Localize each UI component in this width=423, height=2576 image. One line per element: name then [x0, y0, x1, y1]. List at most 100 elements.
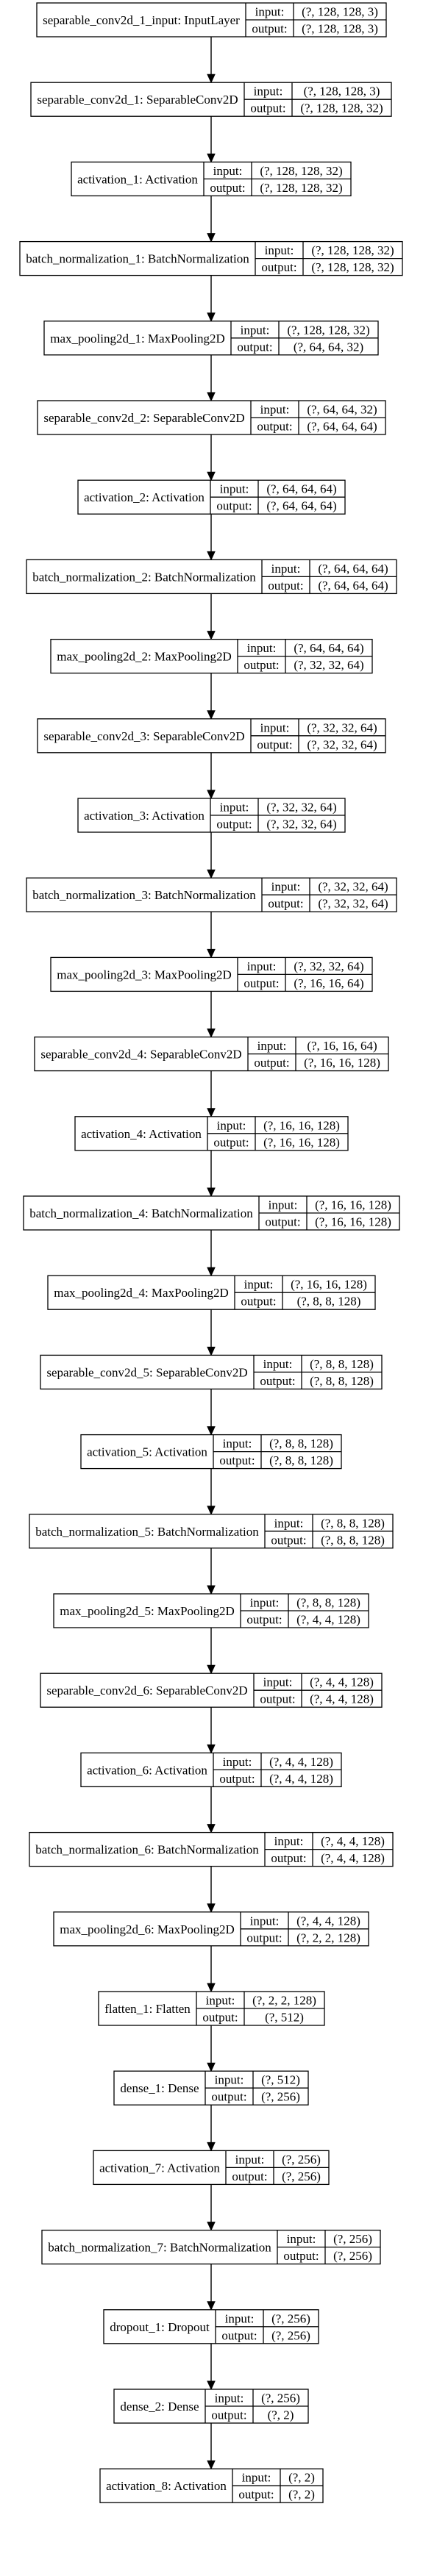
layer-name: max_pooling2d_4: MaxPooling2D — [54, 1286, 229, 1300]
layer-node: batch_normalization_2: BatchNormalizatio… — [26, 559, 397, 595]
arrow-head — [207, 1506, 216, 1516]
output-shape: (?, 32, 32, 64) — [318, 897, 388, 911]
output-label: output: — [202, 2011, 238, 2025]
output-shape: (?, 16, 16, 128) — [263, 1135, 340, 1149]
input-label: input: — [254, 85, 283, 99]
arrow-head — [207, 2222, 216, 2231]
output-label: output: — [213, 1135, 249, 1149]
layer-name: dropout_1: Dropout — [110, 2320, 210, 2334]
input-shape: (?, 64, 64, 64) — [318, 562, 388, 576]
connection-arrow — [207, 1309, 216, 1356]
output-label: output: — [260, 1692, 295, 1706]
layer-name: dense_1: Dense — [120, 2081, 199, 2095]
layer-node: separable_conv2d_3: SeparableConv2Dinput… — [37, 718, 386, 754]
arrow-head — [207, 1426, 216, 1436]
output-label: output: — [261, 260, 296, 274]
output-shape: (?, 8, 8, 128) — [310, 1374, 374, 1388]
input-label: input: — [225, 2311, 255, 2325]
layer-name: separable_conv2d_1_input: InputLayer — [43, 13, 240, 27]
output-shape: (?, 4, 4, 128) — [321, 1851, 385, 1865]
connection-arrow — [207, 1945, 216, 1993]
arrow-head — [207, 2301, 216, 2311]
layer-node: batch_normalization_3: BatchNormalizatio… — [26, 877, 397, 912]
connection-arrow — [207, 752, 216, 800]
input-shape: (?, 4, 4, 128) — [310, 1675, 374, 1689]
input-label: input: — [250, 1914, 280, 1928]
input-label: input: — [215, 2073, 244, 2087]
connection-arrow — [207, 2264, 216, 2311]
arrow-head — [207, 2380, 216, 2391]
connection-arrow — [207, 2105, 216, 2152]
arrow-head — [207, 1744, 216, 1754]
input-shape: (?, 256) — [333, 2232, 372, 2246]
layer-name: flatten_1: Flatten — [104, 2002, 191, 2016]
layer-node: batch_normalization_6: BatchNormalizatio… — [29, 1831, 394, 1867]
arrow-head — [207, 312, 216, 323]
arrow-head — [207, 1824, 216, 1833]
output-shape: (?, 16, 16, 64) — [294, 976, 363, 990]
output-label: output: — [254, 1056, 289, 1070]
layer-name: dense_2: Dense — [120, 2400, 199, 2414]
output-label: output: — [268, 579, 303, 593]
input-shape: (?, 4, 4, 128) — [321, 1834, 385, 1848]
input-shape: (?, 8, 8, 128) — [310, 1357, 374, 1371]
layer-node: separable_conv2d_6: SeparableConv2Dinput… — [40, 1672, 383, 1708]
layer-name: separable_conv2d_6: SeparableConv2D — [46, 1684, 247, 1697]
connection-arrow — [207, 673, 216, 720]
layer-node: batch_normalization_7: BatchNormalizatio… — [41, 2229, 381, 2265]
input-shape: (?, 16, 16, 128) — [291, 1278, 367, 1292]
input-label: input: — [217, 1118, 246, 1132]
input-label: input: — [250, 1596, 280, 1610]
output-label: output: — [246, 1613, 282, 1627]
input-label: input: — [274, 1834, 304, 1848]
layer-name: activation_7: Activation — [99, 2161, 220, 2175]
layer-name: activation_1: Activation — [77, 172, 198, 186]
input-label: input: — [213, 164, 243, 178]
output-shape: (?, 64, 64, 64) — [266, 499, 336, 513]
layer-name: max_pooling2d_3: MaxPooling2D — [57, 967, 232, 981]
input-label: input: — [247, 959, 277, 973]
input-shape: (?, 2) — [288, 2471, 315, 2485]
input-label: input: — [206, 1994, 235, 2008]
output-label: output: — [216, 499, 252, 513]
layer-name: batch_normalization_4: BatchNormalizatio… — [29, 1206, 253, 1220]
connection-arrow — [207, 1786, 216, 1833]
input-label: input: — [235, 2153, 265, 2167]
arrow-head — [207, 1903, 216, 1914]
output-label: output: — [257, 420, 292, 434]
layer-node-box — [53, 1911, 369, 1947]
arrow-head — [207, 1267, 216, 1277]
output-label: output: — [211, 2408, 246, 2422]
input-label: input: — [247, 641, 277, 655]
connection-arrow — [207, 593, 216, 640]
output-shape: (?, 8, 8, 128) — [269, 1453, 333, 1467]
layer-name: max_pooling2d_1: MaxPooling2D — [50, 332, 225, 346]
output-label: output: — [246, 1931, 282, 1944]
layer-node: batch_normalization_4: BatchNormalizatio… — [23, 1195, 400, 1231]
input-label: input: — [223, 1755, 252, 1769]
input-shape: (?, 128, 128, 32) — [311, 243, 394, 257]
connection-arrow — [207, 1230, 216, 1277]
arrow-head — [207, 631, 216, 640]
arrow-head — [207, 1187, 216, 1198]
input-label: input: — [223, 1437, 252, 1450]
output-shape: (?, 128, 128, 32) — [300, 101, 383, 115]
connection-arrow — [207, 1468, 216, 1516]
input-label: input: — [215, 2391, 244, 2405]
layer-name: batch_normalization_1: BatchNormalizatio… — [26, 252, 249, 266]
arrow-head — [207, 551, 216, 561]
output-shape: (?, 32, 32, 64) — [294, 658, 363, 672]
input-shape: (?, 256) — [261, 2391, 300, 2405]
arrow-head — [207, 74, 216, 84]
arrow-head — [207, 790, 216, 800]
input-label: input: — [271, 880, 301, 894]
output-shape: (?, 128, 128, 32) — [311, 260, 394, 274]
input-label: input: — [257, 1039, 287, 1053]
layer-name: activation_6: Activation — [87, 1763, 207, 1777]
connection-arrow — [207, 1866, 216, 1914]
